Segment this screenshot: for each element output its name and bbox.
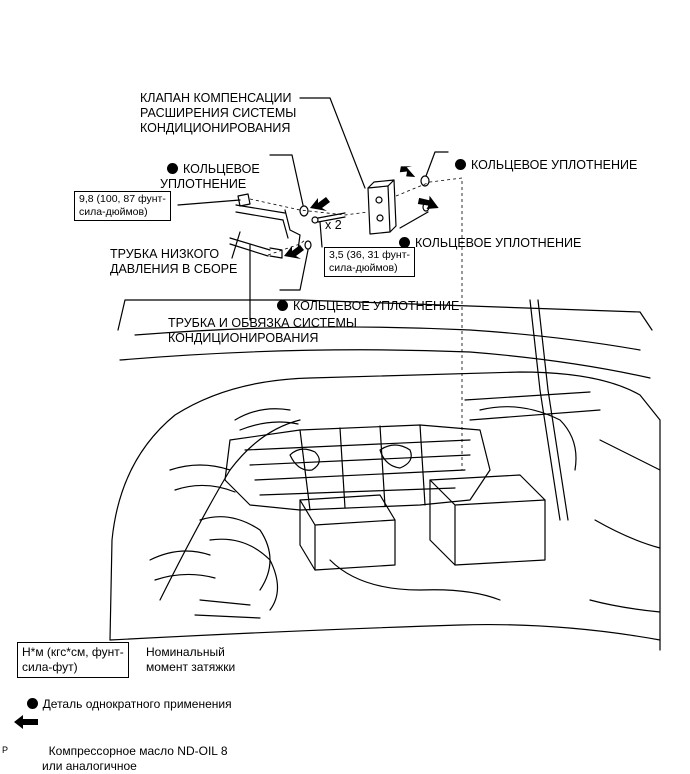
oring-mid-right-text: КОЛЬЦЕВОЕ УПЛОТНЕНИЕ — [414, 236, 582, 250]
single-use-icon — [166, 163, 178, 174]
corner-mark: P — [2, 745, 9, 755]
ac-tube-label: ТРУБКА И ОБВЯЗКА СИСТЕМЫ КОНДИЦИОНИРОВАН… — [168, 316, 357, 345]
single-use-icon — [26, 698, 38, 709]
torque-box-left: 9,8 (100, 87 фунт- сила-дюймов) — [74, 191, 171, 221]
torque-box-right: 3,5 (36, 31 фунт- сила-дюймов) — [324, 247, 415, 277]
battery-box — [429, 474, 546, 566]
single-use-icon — [276, 300, 288, 311]
oil-arrow-icon — [14, 715, 38, 729]
engine-block — [224, 424, 491, 511]
legend-torque-desc: Номинальный момент затяжки — [146, 645, 236, 674]
legend-torque-units: Н*м (кгс*см, фунт- сила-фут) — [17, 642, 129, 678]
oring-top-right-label: КОЛЬЦЕВОЕ УПЛОТНЕНИЕ — [448, 143, 637, 173]
oil-arrows — [284, 166, 439, 259]
quantity-label: x 2 — [325, 218, 342, 232]
oring-top-right-text: КОЛЬЦЕВОЕ УПЛОТНЕНИЕ — [470, 158, 638, 172]
body-outline — [109, 371, 661, 651]
engine-bay-illustration — [109, 97, 661, 651]
oring-left-text: КОЛЬЦЕВОЕ УПЛОТНЕНИЕ — [160, 162, 260, 191]
hood-strut — [529, 299, 549, 391]
oring-bottom-label: КОЛЬЦЕВОЕ УПЛОТНЕНИЕ — [270, 284, 459, 314]
low-pressure-tube-drawing — [235, 204, 286, 221]
legend-oil: Компрессорное масло ND-OIL 8 или аналоги… — [14, 714, 228, 774]
oring-left-label: КОЛЬЦЕВОЕ УПЛОТНЕНИЕ — [160, 147, 260, 192]
legend-oil-text: Компрессорное масло ND-OIL 8 или аналоги… — [42, 744, 228, 773]
hood-outline — [117, 299, 653, 331]
expansion-valve-label: КЛАПАН КОМПЕНСАЦИИ РАСШИРЕНИЯ СИСТЕМЫ КО… — [140, 91, 297, 135]
oring-bottom-text: КОЛЬЦЕВОЕ УПЛОТНЕНИЕ — [292, 299, 460, 313]
legend-single-use-text: Деталь однократного применения — [42, 697, 232, 711]
ac-tube-drawing — [229, 237, 271, 257]
single-use-icon — [398, 237, 410, 248]
single-use-icon — [454, 159, 466, 170]
low-pressure-tube-label: ТРУБКА НИЗКОГО ДАВЛЕНИЯ В СБОРЕ — [110, 247, 238, 276]
legend-single-use: Деталь однократного применения — [20, 682, 232, 712]
oring-mid-right-label: КОЛЬЦЕВОЕ УПЛОТНЕНИЕ — [392, 221, 581, 251]
expansion-valve-drawing — [367, 179, 397, 235]
